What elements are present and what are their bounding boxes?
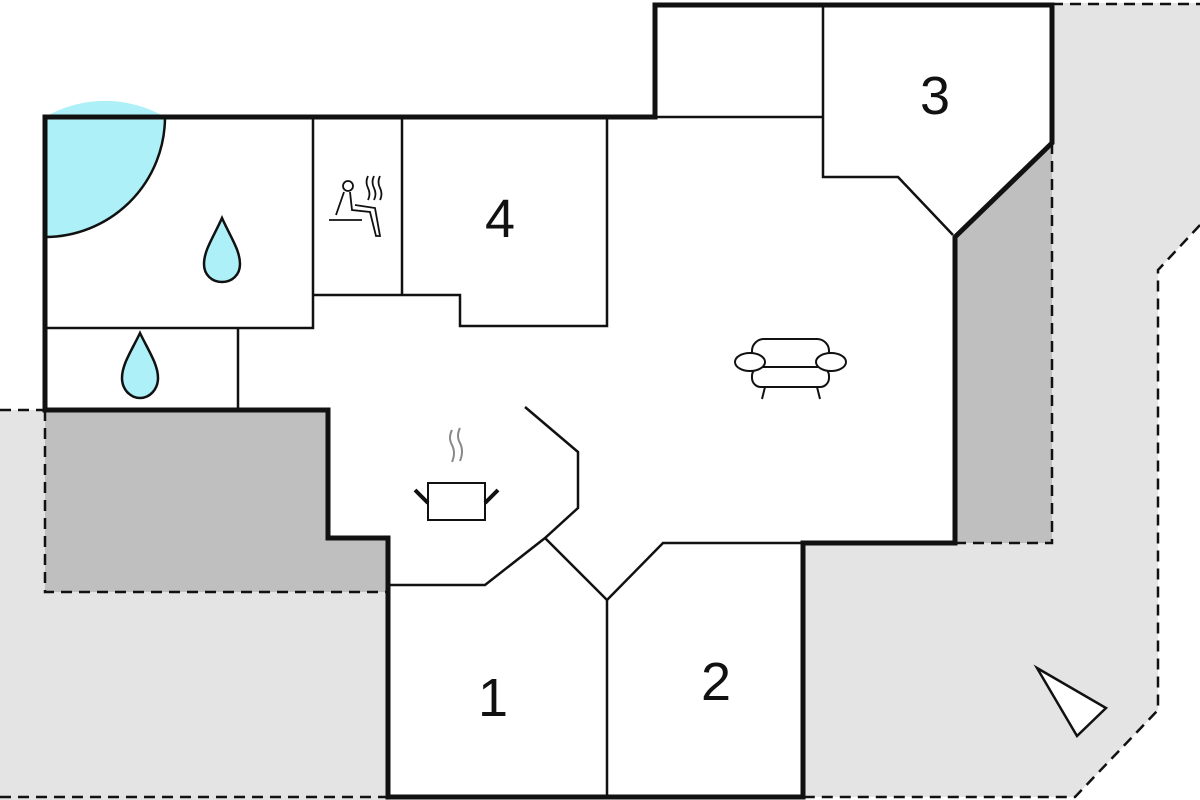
room-label-1: 1 bbox=[478, 668, 508, 728]
north-arrow-icon bbox=[1033, 664, 1109, 739]
shower-drop-icon bbox=[120, 330, 160, 400]
covered-patio-right bbox=[955, 143, 1052, 543]
room-label-2: 2 bbox=[701, 652, 731, 712]
exterior-walls bbox=[42, 2, 1055, 800]
room-label-4: 4 bbox=[485, 189, 515, 249]
room-label-3: 3 bbox=[920, 66, 950, 126]
shower-drop-icon bbox=[202, 214, 242, 284]
sofa-icon bbox=[734, 338, 847, 400]
covered-patio-left bbox=[45, 410, 388, 592]
terrace-right bbox=[803, 3, 1200, 797]
whirlpool-icon bbox=[45, 100, 165, 237]
house-floor bbox=[45, 5, 1052, 797]
kitchen-pot-icon bbox=[413, 427, 500, 521]
sauna-icon bbox=[329, 175, 383, 237]
interior-walls bbox=[45, 5, 954, 797]
whirlpool-edge bbox=[44, 116, 167, 239]
